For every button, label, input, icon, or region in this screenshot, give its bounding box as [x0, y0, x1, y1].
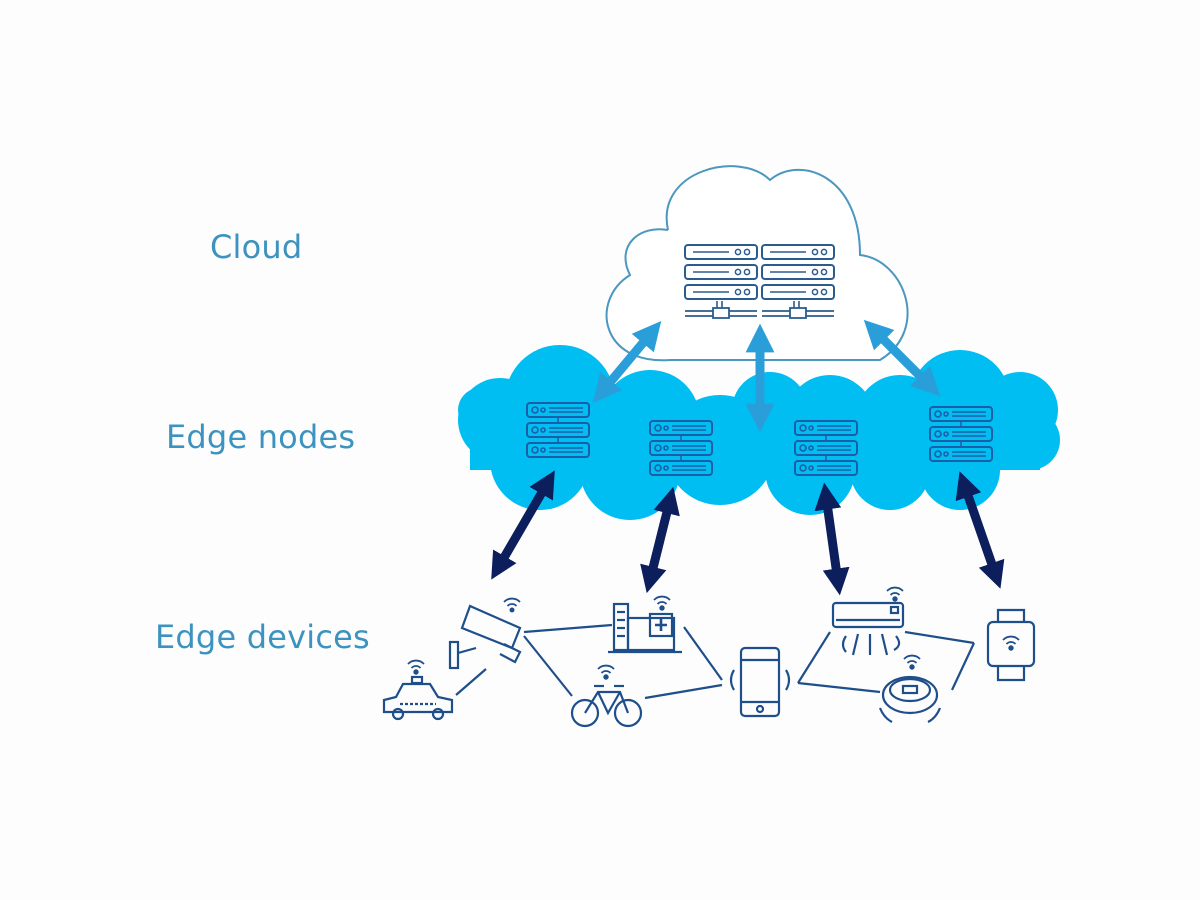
cloud-outline [605, 165, 909, 362]
cloud-arrow-3 [863, 319, 941, 397]
device-arrow-2 [640, 486, 680, 594]
edge-nodes-tier-label: Edge nodes [166, 418, 356, 456]
robot-vacuum-icon [878, 654, 942, 723]
cloud-tier-label: Cloud [210, 228, 303, 266]
bicycle-icon [570, 664, 643, 728]
smartphone-icon [729, 646, 791, 718]
device-network-lines [455, 623, 975, 700]
cloud-edge-arrows [592, 319, 941, 433]
device-arrow-4 [955, 471, 1005, 589]
edge-device-arrows [491, 470, 1005, 596]
security-camera-icon [448, 597, 522, 670]
device-arrow-3 [814, 482, 850, 596]
cloud [605, 165, 909, 362]
hospital-icon [608, 595, 682, 654]
air-conditioner-icon [831, 586, 905, 656]
taxi-icon [382, 659, 454, 721]
device-arrow-1 [491, 470, 555, 580]
smartwatch-icon [986, 608, 1036, 682]
edge-devices-tier-label: Edge devices [155, 618, 370, 656]
cloud-arrow-1 [592, 320, 662, 404]
